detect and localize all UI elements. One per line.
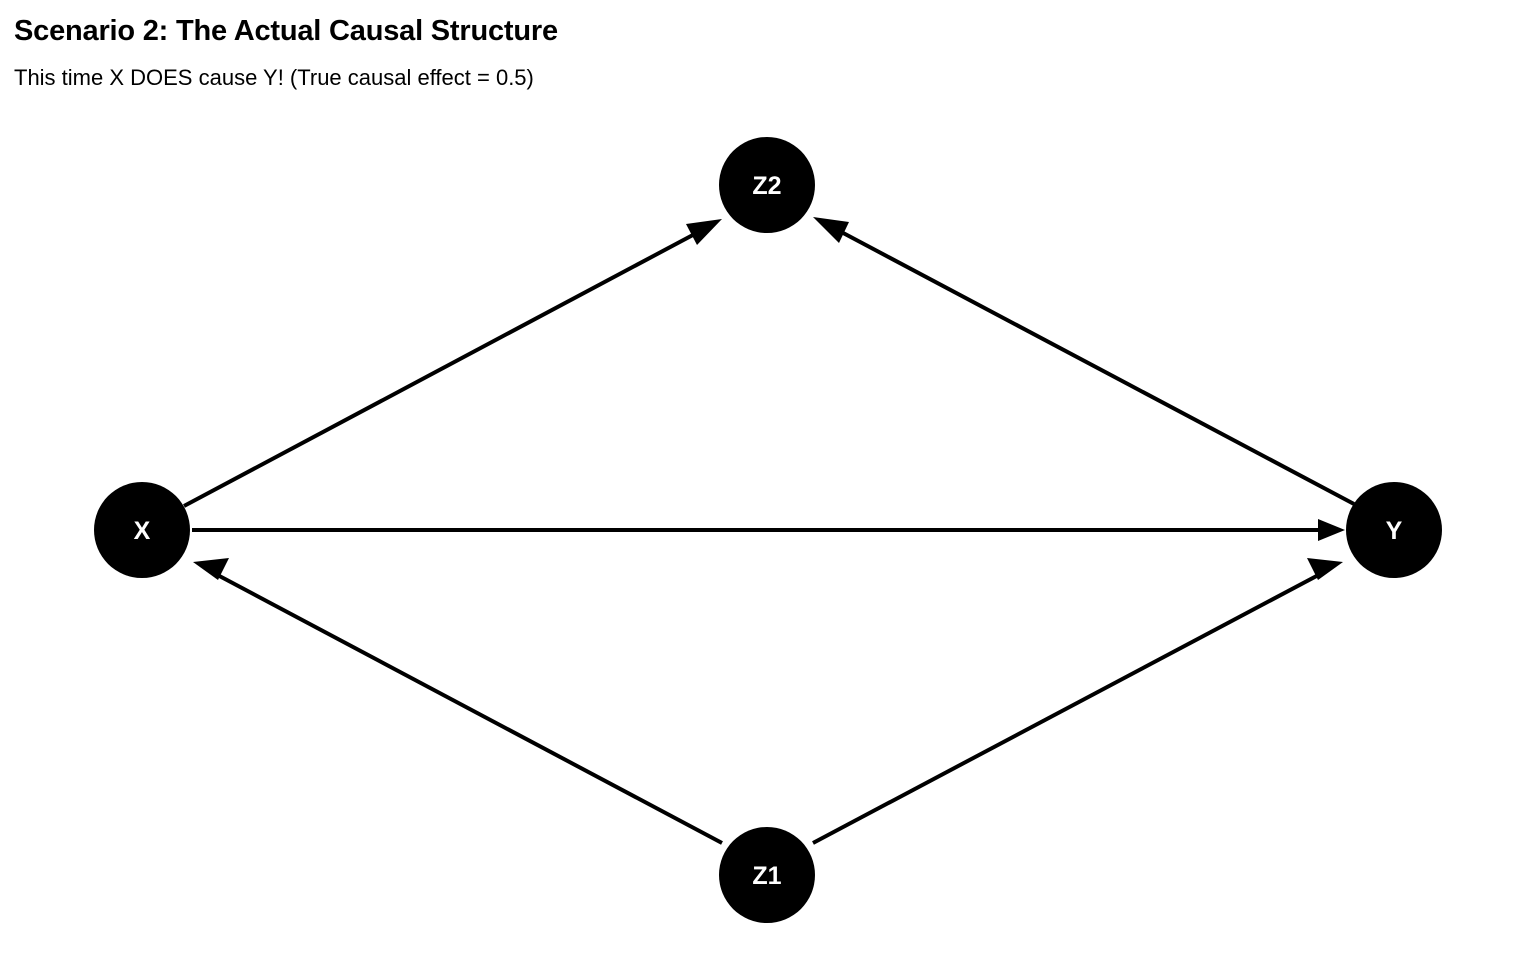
edge-x-to-z2 — [183, 219, 722, 508]
node-z1-label: Z1 — [752, 862, 781, 890]
node-z2-circle[interactable] — [719, 137, 815, 233]
node-y-circle[interactable] — [1346, 482, 1442, 578]
edge-z1-to-x — [193, 558, 723, 845]
node-x-circle[interactable] — [94, 482, 190, 578]
node-layer: Z2 X Y Z1 — [94, 137, 1442, 923]
edge-x-to-y-arrowhead — [1318, 519, 1345, 541]
edge-y-to-z2-line — [829, 224, 1355, 506]
edge-x-to-z2-arrowhead — [686, 219, 722, 245]
node-z1[interactable]: Z1 — [719, 827, 815, 923]
node-x-label: X — [134, 517, 151, 545]
node-x[interactable]: X — [94, 482, 190, 578]
page-title: Scenario 2: The Actual Causal Structure — [14, 15, 558, 47]
page-subtitle: This time X DOES cause Y! (True causal e… — [14, 65, 534, 90]
edge-z1-to-y-line — [812, 569, 1327, 845]
node-z1-circle[interactable] — [719, 827, 815, 923]
edge-z1-to-x-line — [209, 569, 723, 845]
node-y-label: Y — [1386, 517, 1403, 545]
edge-y-to-z2-arrowhead — [813, 217, 849, 243]
edge-z1-to-y-arrowhead — [1307, 558, 1343, 580]
node-z2[interactable]: Z2 — [719, 137, 815, 233]
edge-y-to-z2 — [813, 217, 1355, 506]
node-y[interactable]: Y — [1346, 482, 1442, 578]
edge-layer — [183, 217, 1355, 845]
edge-x-to-y — [192, 519, 1345, 541]
node-z2-label: Z2 — [752, 172, 781, 200]
edge-z1-to-y — [812, 558, 1343, 845]
edge-z1-to-x-arrowhead — [193, 558, 229, 580]
edge-x-to-z2-line — [183, 226, 707, 508]
